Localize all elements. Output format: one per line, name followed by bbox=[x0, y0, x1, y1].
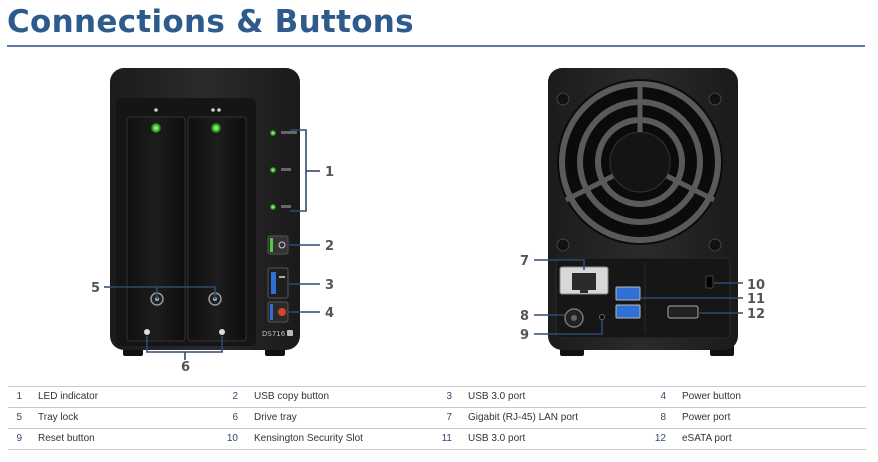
legend-label: Drive tray bbox=[254, 412, 297, 423]
legend-row: 1 LED indicator 2 USB copy button 3 USB … bbox=[8, 386, 866, 407]
legend-label: eSATA port bbox=[682, 433, 732, 444]
legend-num: 6 bbox=[232, 412, 238, 423]
callout-11: 11 bbox=[747, 292, 765, 307]
front-callout-lines bbox=[104, 129, 320, 360]
tray-1-release-dot bbox=[144, 329, 150, 335]
page-title: Connections & Buttons bbox=[7, 4, 414, 40]
callout-6: 6 bbox=[181, 360, 190, 375]
power-icon bbox=[278, 308, 286, 316]
back-callout-lines bbox=[534, 259, 743, 335]
callout-7: 7 bbox=[520, 254, 529, 269]
kensington-slot[interactable] bbox=[705, 275, 714, 289]
legend-table: 1 LED indicator 2 USB copy button 3 USB … bbox=[8, 386, 866, 450]
callout-4: 4 bbox=[325, 306, 334, 321]
screw-icon bbox=[556, 238, 570, 252]
drive-tray-1 bbox=[126, 116, 186, 342]
legend-num: 9 bbox=[16, 433, 22, 444]
legend-num: 5 bbox=[16, 412, 22, 423]
status-led-icon bbox=[270, 130, 276, 136]
tray-2-release-dot bbox=[219, 329, 225, 335]
callout-9: 9 bbox=[520, 328, 529, 343]
callout-8: 8 bbox=[520, 309, 529, 324]
legend-num: 10 bbox=[226, 433, 238, 444]
callout-12: 12 bbox=[747, 307, 765, 322]
legend-label: Gigabit (RJ-45) LAN port bbox=[468, 412, 579, 423]
legend-num: 12 bbox=[654, 433, 666, 444]
rear-usb-port-2[interactable] bbox=[615, 304, 641, 319]
legend-label: Kensington Security Slot bbox=[254, 433, 363, 444]
rear-usb-port-1[interactable] bbox=[615, 286, 641, 301]
legend-label: Power port bbox=[682, 412, 731, 423]
esata-port[interactable] bbox=[667, 305, 699, 319]
legend-label: Tray lock bbox=[38, 412, 79, 423]
legend-num: 1 bbox=[16, 391, 22, 402]
screw-icon bbox=[556, 92, 570, 106]
legend-label: USB copy button bbox=[254, 391, 330, 402]
legend-num: 7 bbox=[446, 412, 452, 423]
fan-grill bbox=[557, 79, 723, 245]
legend-num: 8 bbox=[660, 412, 666, 423]
legend-label: USB 3.0 port bbox=[468, 391, 526, 402]
copy-icon bbox=[278, 241, 286, 249]
plus-badge-icon bbox=[287, 330, 293, 336]
callout-1: 1 bbox=[325, 165, 334, 180]
legend-num: 3 bbox=[446, 391, 452, 402]
callout-2: 2 bbox=[325, 239, 334, 254]
bay-indicator-dot-1 bbox=[154, 108, 158, 112]
legend-label: Reset button bbox=[38, 433, 95, 444]
reset-button[interactable] bbox=[599, 314, 605, 320]
usb-icon bbox=[279, 276, 285, 278]
screw-icon bbox=[708, 238, 722, 252]
drive-tray-2 bbox=[187, 116, 247, 342]
tray-2-led-icon bbox=[211, 123, 221, 133]
lan2-led-icon bbox=[270, 204, 276, 210]
front-unit: DS716 bbox=[110, 68, 300, 356]
title-divider bbox=[7, 45, 865, 47]
callout-3: 3 bbox=[325, 278, 334, 293]
bay-indicator-dot-2b bbox=[217, 108, 221, 112]
legend-row: 9 Reset button 10 Kensington Security Sl… bbox=[8, 428, 866, 450]
tray-1-led-icon bbox=[151, 123, 161, 133]
bay-indicator-dot-2a bbox=[211, 108, 215, 112]
callout-10: 10 bbox=[747, 278, 765, 293]
legend-label: Power button bbox=[682, 391, 741, 402]
callout-5: 5 bbox=[91, 281, 100, 296]
lan1-led-icon bbox=[270, 167, 276, 173]
legend-label: USB 3.0 port bbox=[468, 433, 526, 444]
legend-row: 5 Tray lock 6 Drive tray 7 Gigabit (RJ-4… bbox=[8, 407, 866, 428]
screw-icon bbox=[708, 92, 722, 106]
legend-num: 2 bbox=[232, 391, 238, 402]
model-label: DS716 bbox=[262, 330, 286, 338]
legend-num: 11 bbox=[441, 433, 452, 444]
legend-label: LED indicator bbox=[38, 391, 99, 402]
legend-num: 4 bbox=[660, 391, 666, 402]
